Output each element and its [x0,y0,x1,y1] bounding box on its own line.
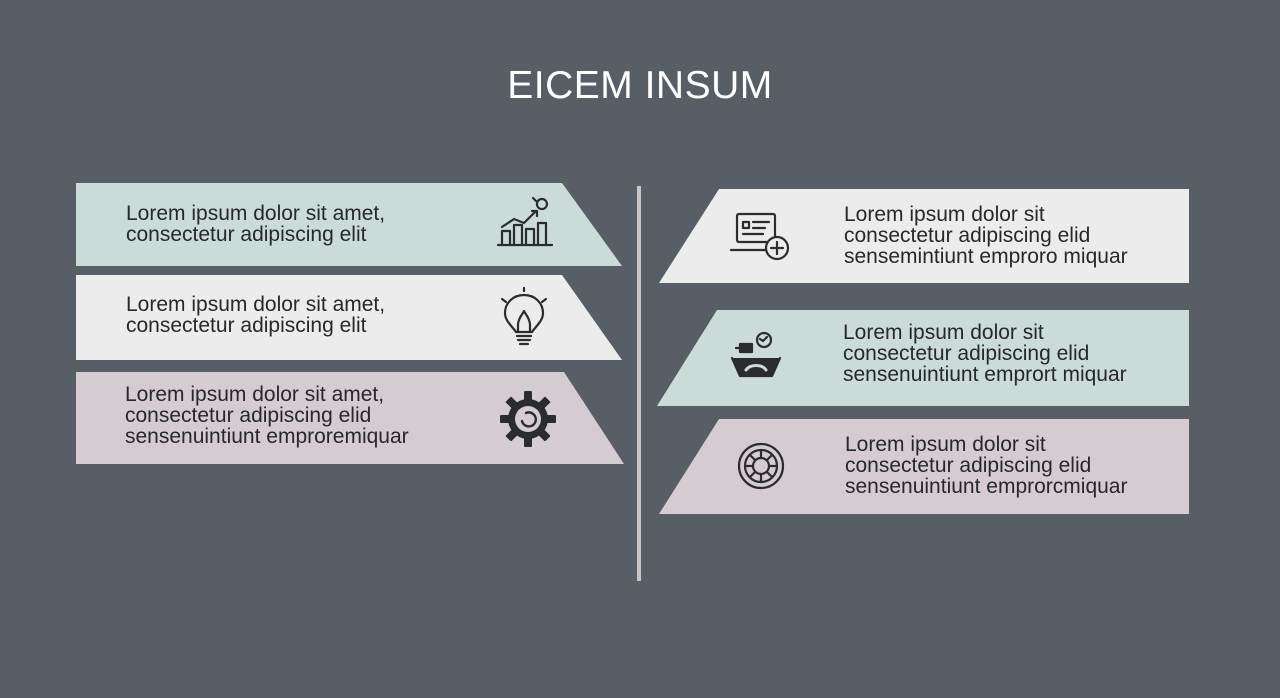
left-card-2-line-1: Lorem ipsum dolor sit amet, [126,293,386,316]
right-card-3-line-1: Lorem ipsum dolor sit [845,433,1046,456]
left-card-1-text: Lorem ipsum dolor sit amet, consectetur … [126,203,385,245]
lightbulb-icon [492,285,556,349]
right-card-2-line-3: sensenuintiunt emprort miquar [843,363,1127,386]
right-card-1-line-3: sensemintiunt emproro miquar [844,245,1128,268]
gear-icon [496,387,560,451]
left-card-2-line-2: consectetur adipiscing elit [126,314,367,337]
laptop-add-icon [729,204,793,268]
right-card-1: Lorem ipsum dolor sit consectetur adipis… [659,189,1189,283]
left-card-3-line-1: Lorem ipsum dolor sit amet, [125,383,385,406]
left-card-1-line-2: consectetur adipiscing elit [126,223,367,246]
right-card-3: Lorem ipsum dolor sit consectetur adipis… [659,419,1189,514]
right-card-2: Lorem ipsum dolor sit consectetur adipis… [657,310,1189,406]
growth-chart-icon [492,193,556,257]
right-card-3-text: Lorem ipsum dolor sit consectetur adipis… [845,434,1127,497]
right-card-1-text: Lorem ipsum dolor sit consectetur adipis… [844,204,1128,267]
left-card-3: Lorem ipsum dolor sit amet, consectetur … [76,372,624,464]
right-card-2-text: Lorem ipsum dolor sit consectetur adipis… [843,322,1127,385]
left-card-3-line-2: consectetur adipiscing elid [125,404,372,427]
center-divider [637,186,641,581]
right-card-2-line-1: Lorem ipsum dolor sit [843,321,1044,344]
left-card-2: Lorem ipsum dolor sit amet, consectetur … [76,275,622,360]
target-wheel-icon [729,434,793,498]
right-card-1-line-2: consectetur adipiscing elid [844,224,1091,247]
left-card-1: Lorem ipsum dolor sit amet, consectetur … [76,183,622,266]
left-card-3-text: Lorem ipsum dolor sit amet, consectetur … [125,384,409,447]
left-card-1-line-1: Lorem ipsum dolor sit amet, [126,202,386,225]
page-title: EICEM INSUM [507,64,773,107]
left-card-2-text: Lorem ipsum dolor sit amet, consectetur … [126,294,385,336]
right-card-3-line-2: consectetur adipiscing elid [845,454,1092,477]
right-card-3-line-3: sensenuintiunt emprorcmiquar [845,475,1128,498]
left-card-3-line-3: sensenuintiunt emproremiquar [125,425,409,448]
right-card-2-line-2: consectetur adipiscing elid [843,342,1090,365]
person-laptop-icon [724,326,788,390]
right-card-1-line-1: Lorem ipsum dolor sit [844,203,1045,226]
